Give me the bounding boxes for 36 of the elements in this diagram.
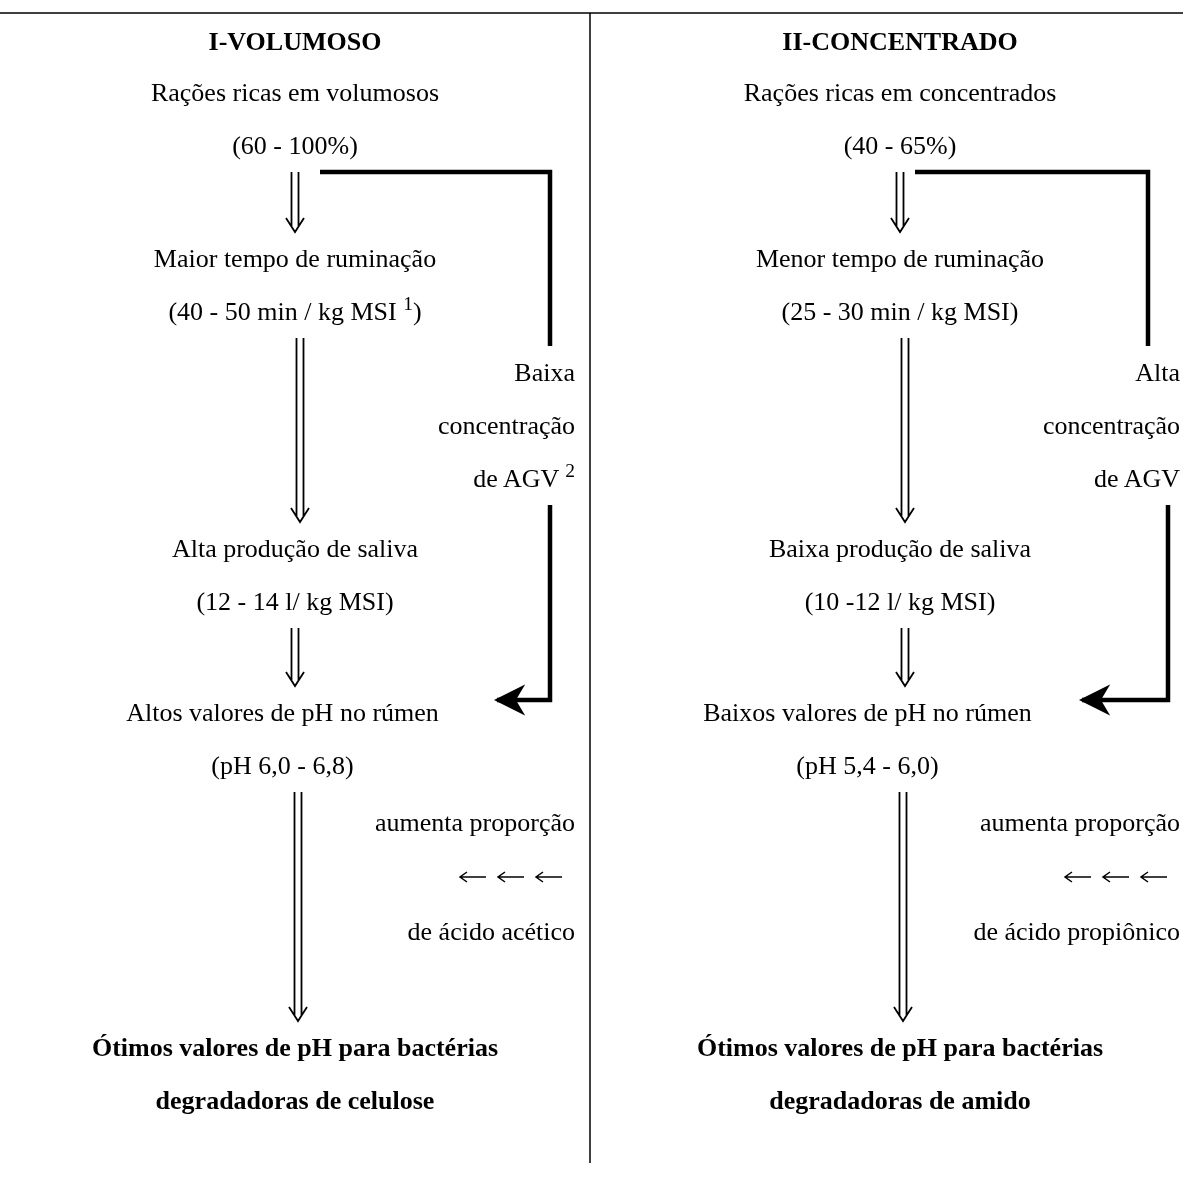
flow-text: Maior tempo de ruminação — [152, 243, 438, 275]
flow-text: Menor tempo de ruminação — [754, 243, 1046, 275]
flow-text: Alta produção de saliva — [170, 533, 420, 565]
flow-text: Baixos valores de pH no rúmen — [702, 697, 1033, 729]
flow-text: aumenta proporção — [374, 807, 575, 839]
column-heading: I-VOLUMOSO — [208, 26, 382, 58]
flow-text: Baixa produção de saliva — [767, 533, 1033, 565]
column-heading: II-CONCENTRADO — [782, 26, 1018, 58]
bracket-arrow — [1078, 505, 1171, 716]
flow-text: de ácido acético — [406, 916, 575, 948]
double-arrow — [285, 171, 305, 234]
flow-text: (60 - 100%) — [231, 130, 359, 162]
flow-text: (10 -12 l/ kg MSI) — [803, 586, 997, 618]
double-arrow — [290, 337, 310, 524]
flow-text: de ácido propiônico — [972, 916, 1180, 948]
double-arrow — [895, 627, 915, 688]
double-arrow — [895, 337, 915, 524]
flow-text: (40 - 50 min / kg MSI $^{1}$) — [167, 292, 423, 328]
flow-text: (40 - 65%) — [842, 130, 958, 162]
flow-text: Rações ricas em volumosos — [149, 77, 441, 109]
flow-text: Rações ricas em concentrados — [742, 77, 1058, 109]
double-arrow — [288, 791, 308, 1023]
double-arrow — [890, 171, 910, 234]
double-arrow — [285, 627, 305, 688]
double-arrow — [893, 791, 913, 1023]
flow-text: Baixa concentração de AGV $^{2}$ — [436, 357, 575, 495]
flow-text: Alta concentração de AGV — [1041, 357, 1180, 495]
flow-text: aumenta proporção — [979, 807, 1180, 839]
flow-text: (pH 6,0 - 6,8) — [210, 750, 355, 782]
flow-text: Altos valores de pH no rúmen — [125, 697, 440, 729]
flow-text: (25 - 30 min / kg MSI) — [780, 296, 1020, 328]
flow-text: Ótimos valores de pH para bactérias degradadoras de amido — [695, 1032, 1105, 1117]
flow-text: (pH 5,4 - 6,0) — [795, 750, 940, 782]
bracket-arrow — [493, 505, 553, 716]
flow-text: (12 - 14 l/ kg MSI) — [195, 586, 395, 618]
flow-text: Ótimos valores de pH para bactérias degradadoras de celulose — [90, 1032, 500, 1117]
